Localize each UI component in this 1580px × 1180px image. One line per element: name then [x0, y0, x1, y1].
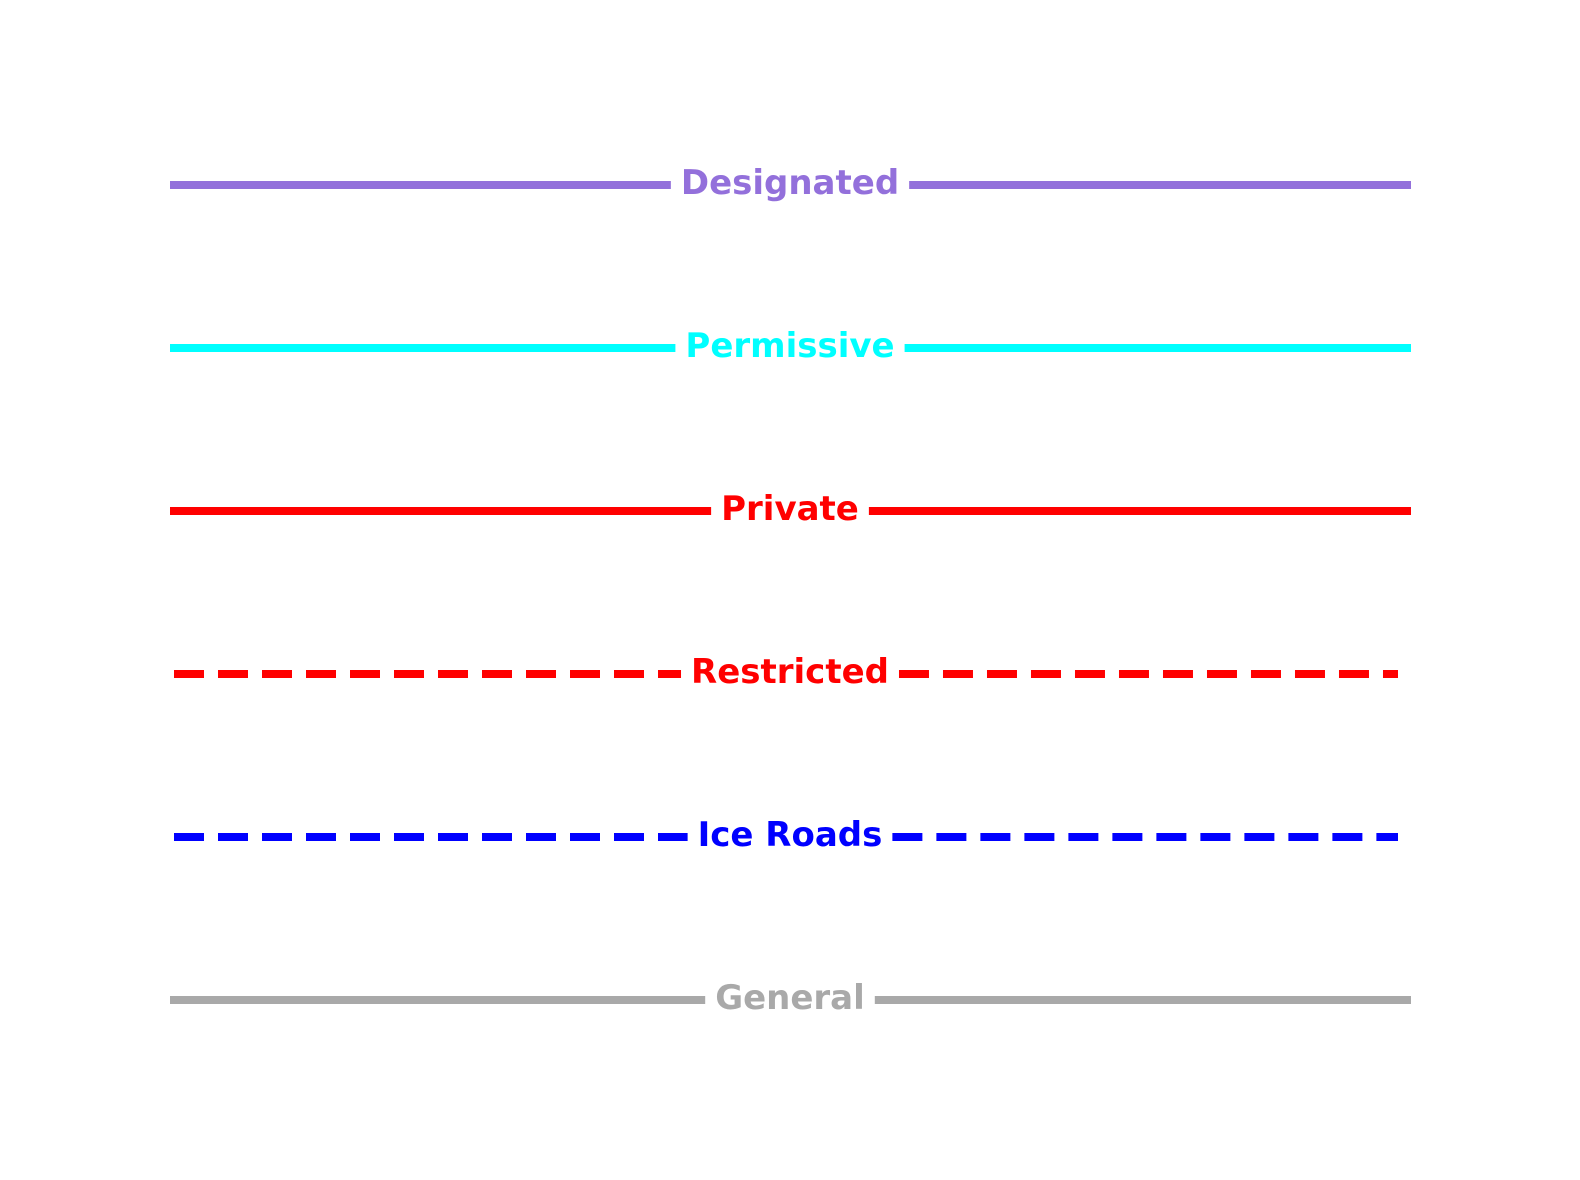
legend-label-restricted: Restricted [691, 652, 889, 692]
legend-label-general: General [715, 978, 865, 1018]
legend-row-general: General [170, 978, 1411, 1018]
legend-row-restricted: Restricted [174, 652, 1398, 692]
legend-label-designated: Designated [681, 163, 899, 203]
legend-row-ice-roads: Ice Roads [174, 815, 1398, 855]
legend-label-permissive: Permissive [685, 326, 894, 366]
legend-row-permissive: Permissive [170, 326, 1411, 366]
legend-row-designated: Designated [170, 163, 1411, 203]
legend-label-private: Private [721, 489, 859, 529]
legend-row-private: Private [170, 489, 1411, 529]
legend-label-ice-roads: Ice Roads [698, 815, 883, 855]
